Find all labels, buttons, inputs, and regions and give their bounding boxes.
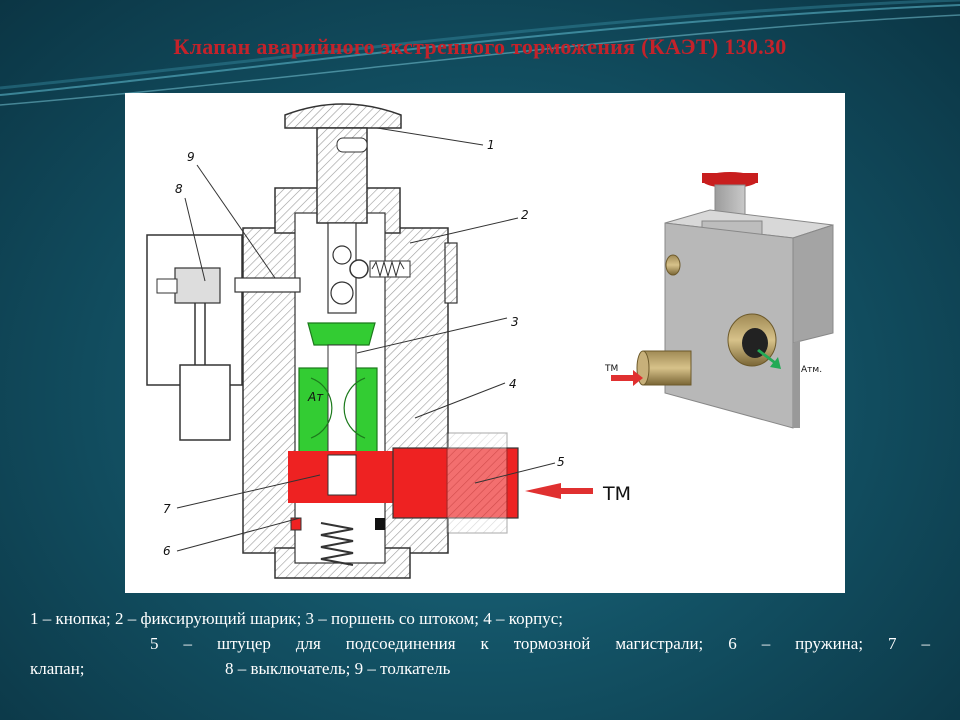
inlet-channel-red: [288, 432, 519, 534]
callout-5: 5: [557, 455, 565, 469]
callout-4: 4: [509, 377, 517, 391]
limit-switch: [174, 267, 221, 304]
header-swoosh-decoration: [0, 0, 960, 106]
callout-9: 9: [187, 150, 195, 164]
caption-line-3-end: 8 – выключатель; 9 – толкатель: [225, 659, 451, 678]
callout-1: 1: [487, 138, 495, 152]
photo-outlet-arrow: [757, 349, 781, 369]
valve-3d-view: ТМ Атм.: [604, 172, 834, 429]
slide-title: Клапан аварийного экстренного торможения…: [173, 34, 787, 59]
inlet-arrow: [525, 483, 593, 499]
caption-line-2: 5 – штуцер для подсоединения к тормозной…: [150, 634, 930, 653]
piston-label: Ат: [307, 390, 324, 404]
cross-section-drawing: Ат ТМ: [146, 103, 631, 579]
callout-2: 2: [521, 208, 529, 222]
callout-3: 3: [511, 315, 519, 329]
piston-green: Ат: [298, 322, 378, 456]
photo-outlet-label: Атм.: [801, 365, 822, 375]
callout-8: 8: [175, 182, 183, 196]
valve-figure: Ат ТМ: [125, 93, 845, 593]
return-spring: [320, 522, 354, 566]
figure-caption: 1 – кнопка; 2 – фиксирующий шарик; 3 – п…: [30, 606, 930, 681]
caption-line-3-start: клапан;: [30, 659, 85, 678]
detent-ball: [349, 259, 369, 279]
caption-line-3: клапан; 8 – выключатель; 9 – толкатель: [30, 656, 930, 681]
callout-numbers: 1 2 3 4 5 6 7 8 9: [163, 138, 565, 558]
photo-inlet-arrow: [611, 370, 643, 386]
brass-inlet-fitting: [642, 350, 692, 386]
valve-illustration: Ат ТМ: [146, 103, 834, 579]
caption-line-1: 1 – кнопка; 2 – фиксирующий шарик; 3 – п…: [30, 609, 564, 628]
switch-connector: [179, 364, 231, 441]
inlet-arrow-label: ТМ: [602, 483, 631, 505]
push-button: [284, 103, 402, 129]
callout-6: 6: [163, 544, 171, 558]
pusher-rod: [234, 277, 301, 293]
photo-inlet-label: ТМ: [604, 364, 618, 374]
callout-7: 7: [163, 502, 171, 516]
valve-seat: [327, 454, 357, 496]
